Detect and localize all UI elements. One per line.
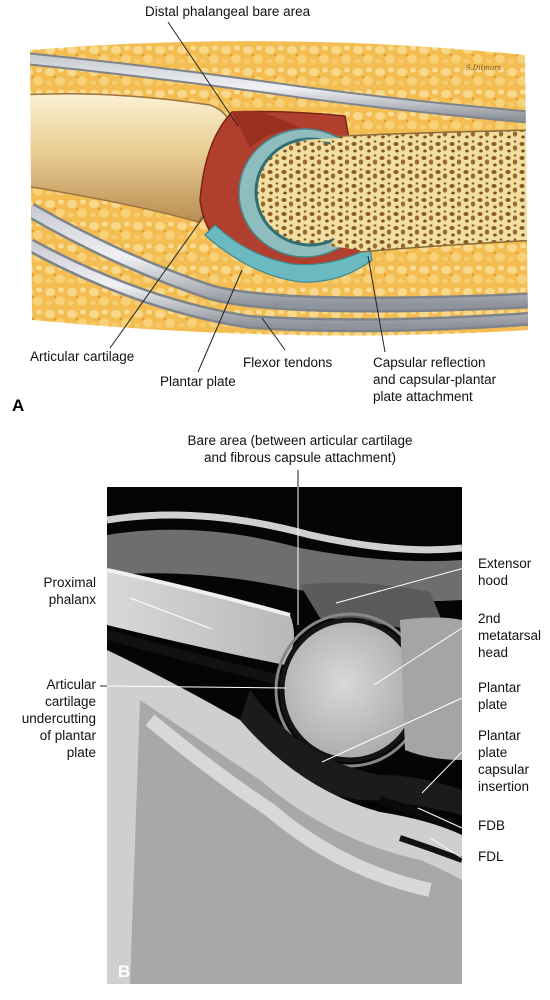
label-extensor-1: Extensor — [478, 556, 532, 571]
panel-b-leaders — [106, 470, 469, 859]
label-distal-bare-area: Distal phalangeal bare area — [145, 4, 311, 19]
label-articular-5: plate — [66, 745, 96, 760]
label-proximal-2: phalanx — [48, 592, 96, 607]
label-metatarsal-2: metatarsal — [478, 628, 542, 643]
panel-b-mri — [107, 487, 462, 984]
label-plantar-2: plate — [478, 697, 508, 712]
label-capsular-reflection-3: plate attachment — [373, 389, 473, 404]
mri-metatarsal-head — [282, 620, 418, 760]
label-capsular-reflection-2: and capsular-plantar — [373, 372, 497, 387]
signature: S.Ditmars — [466, 64, 502, 72]
label-articular-2: cartilage — [44, 694, 96, 709]
label-articular-3: undercutting — [21, 711, 96, 726]
label-plantar-1: Plantar — [478, 680, 521, 695]
panel-letter-a: A — [12, 396, 25, 415]
label-extensor-2: hood — [478, 573, 509, 588]
label-insertion-2: plate — [478, 745, 508, 760]
label-metatarsal-1: 2nd — [478, 611, 501, 626]
label-capsular-reflection-1: Capsular reflection — [373, 355, 486, 370]
label-bare-area-2: and fibrous capsule attachment) — [203, 450, 397, 465]
panel-letter-b: B — [118, 962, 131, 981]
panel-a-illustration — [30, 41, 528, 336]
label-fdl: FDL — [478, 849, 504, 864]
label-plantar-plate: Plantar plate — [160, 374, 236, 389]
label-metatarsal-3: head — [478, 645, 509, 660]
label-articular-1: Articular — [46, 677, 96, 692]
label-fdb: FDB — [478, 818, 505, 833]
label-proximal-1: Proximal — [43, 575, 96, 590]
label-articular-4: of plantar — [39, 728, 96, 743]
label-insertion-4: insertion — [478, 779, 530, 794]
label-articular-cartilage: Articular cartilage — [30, 349, 135, 364]
panel-a-leaders — [109, 21, 386, 373]
label-insertion-1: Plantar — [478, 728, 521, 743]
label-flexor-tendons: Flexor tendons — [243, 355, 333, 370]
label-insertion-3: capsular — [478, 762, 530, 777]
label-bare-area-1: Bare area (between articular cartilage — [187, 433, 413, 448]
